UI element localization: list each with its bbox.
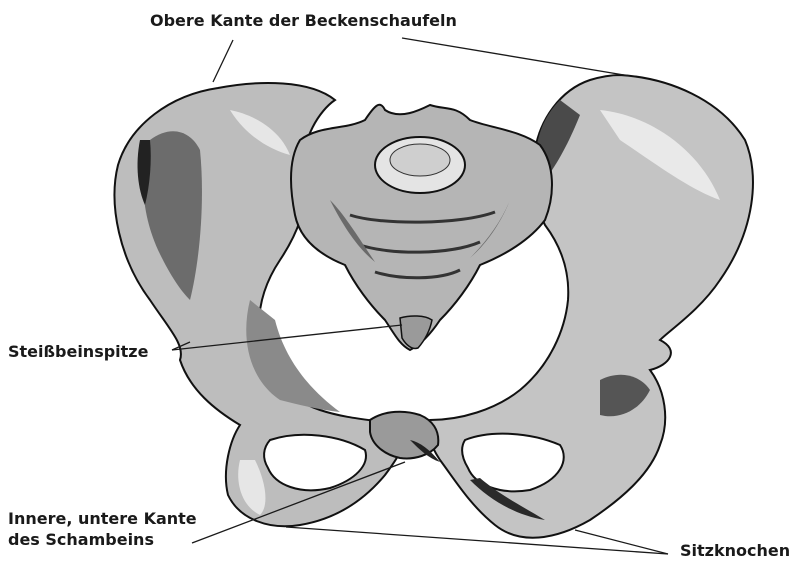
label-pubis-line1: Innere, untere Kante [8,508,197,529]
label-ischium: Sitzknochen [680,540,790,561]
pointer-line-ischium-left [286,527,668,554]
label-iliac-crest: Obere Kante der Beckenschaufeln [150,10,457,31]
label-pubis-edge: Innere, untere Kante des Schambeins [8,508,197,550]
label-pubis-line2: des Schambeins [8,529,197,550]
sacrum [291,105,552,350]
label-coccyx-tip: Steißbeinspitze [8,341,148,362]
pointer-line-iliac-left [213,40,233,82]
pointer-line-iliac-right [402,38,630,76]
